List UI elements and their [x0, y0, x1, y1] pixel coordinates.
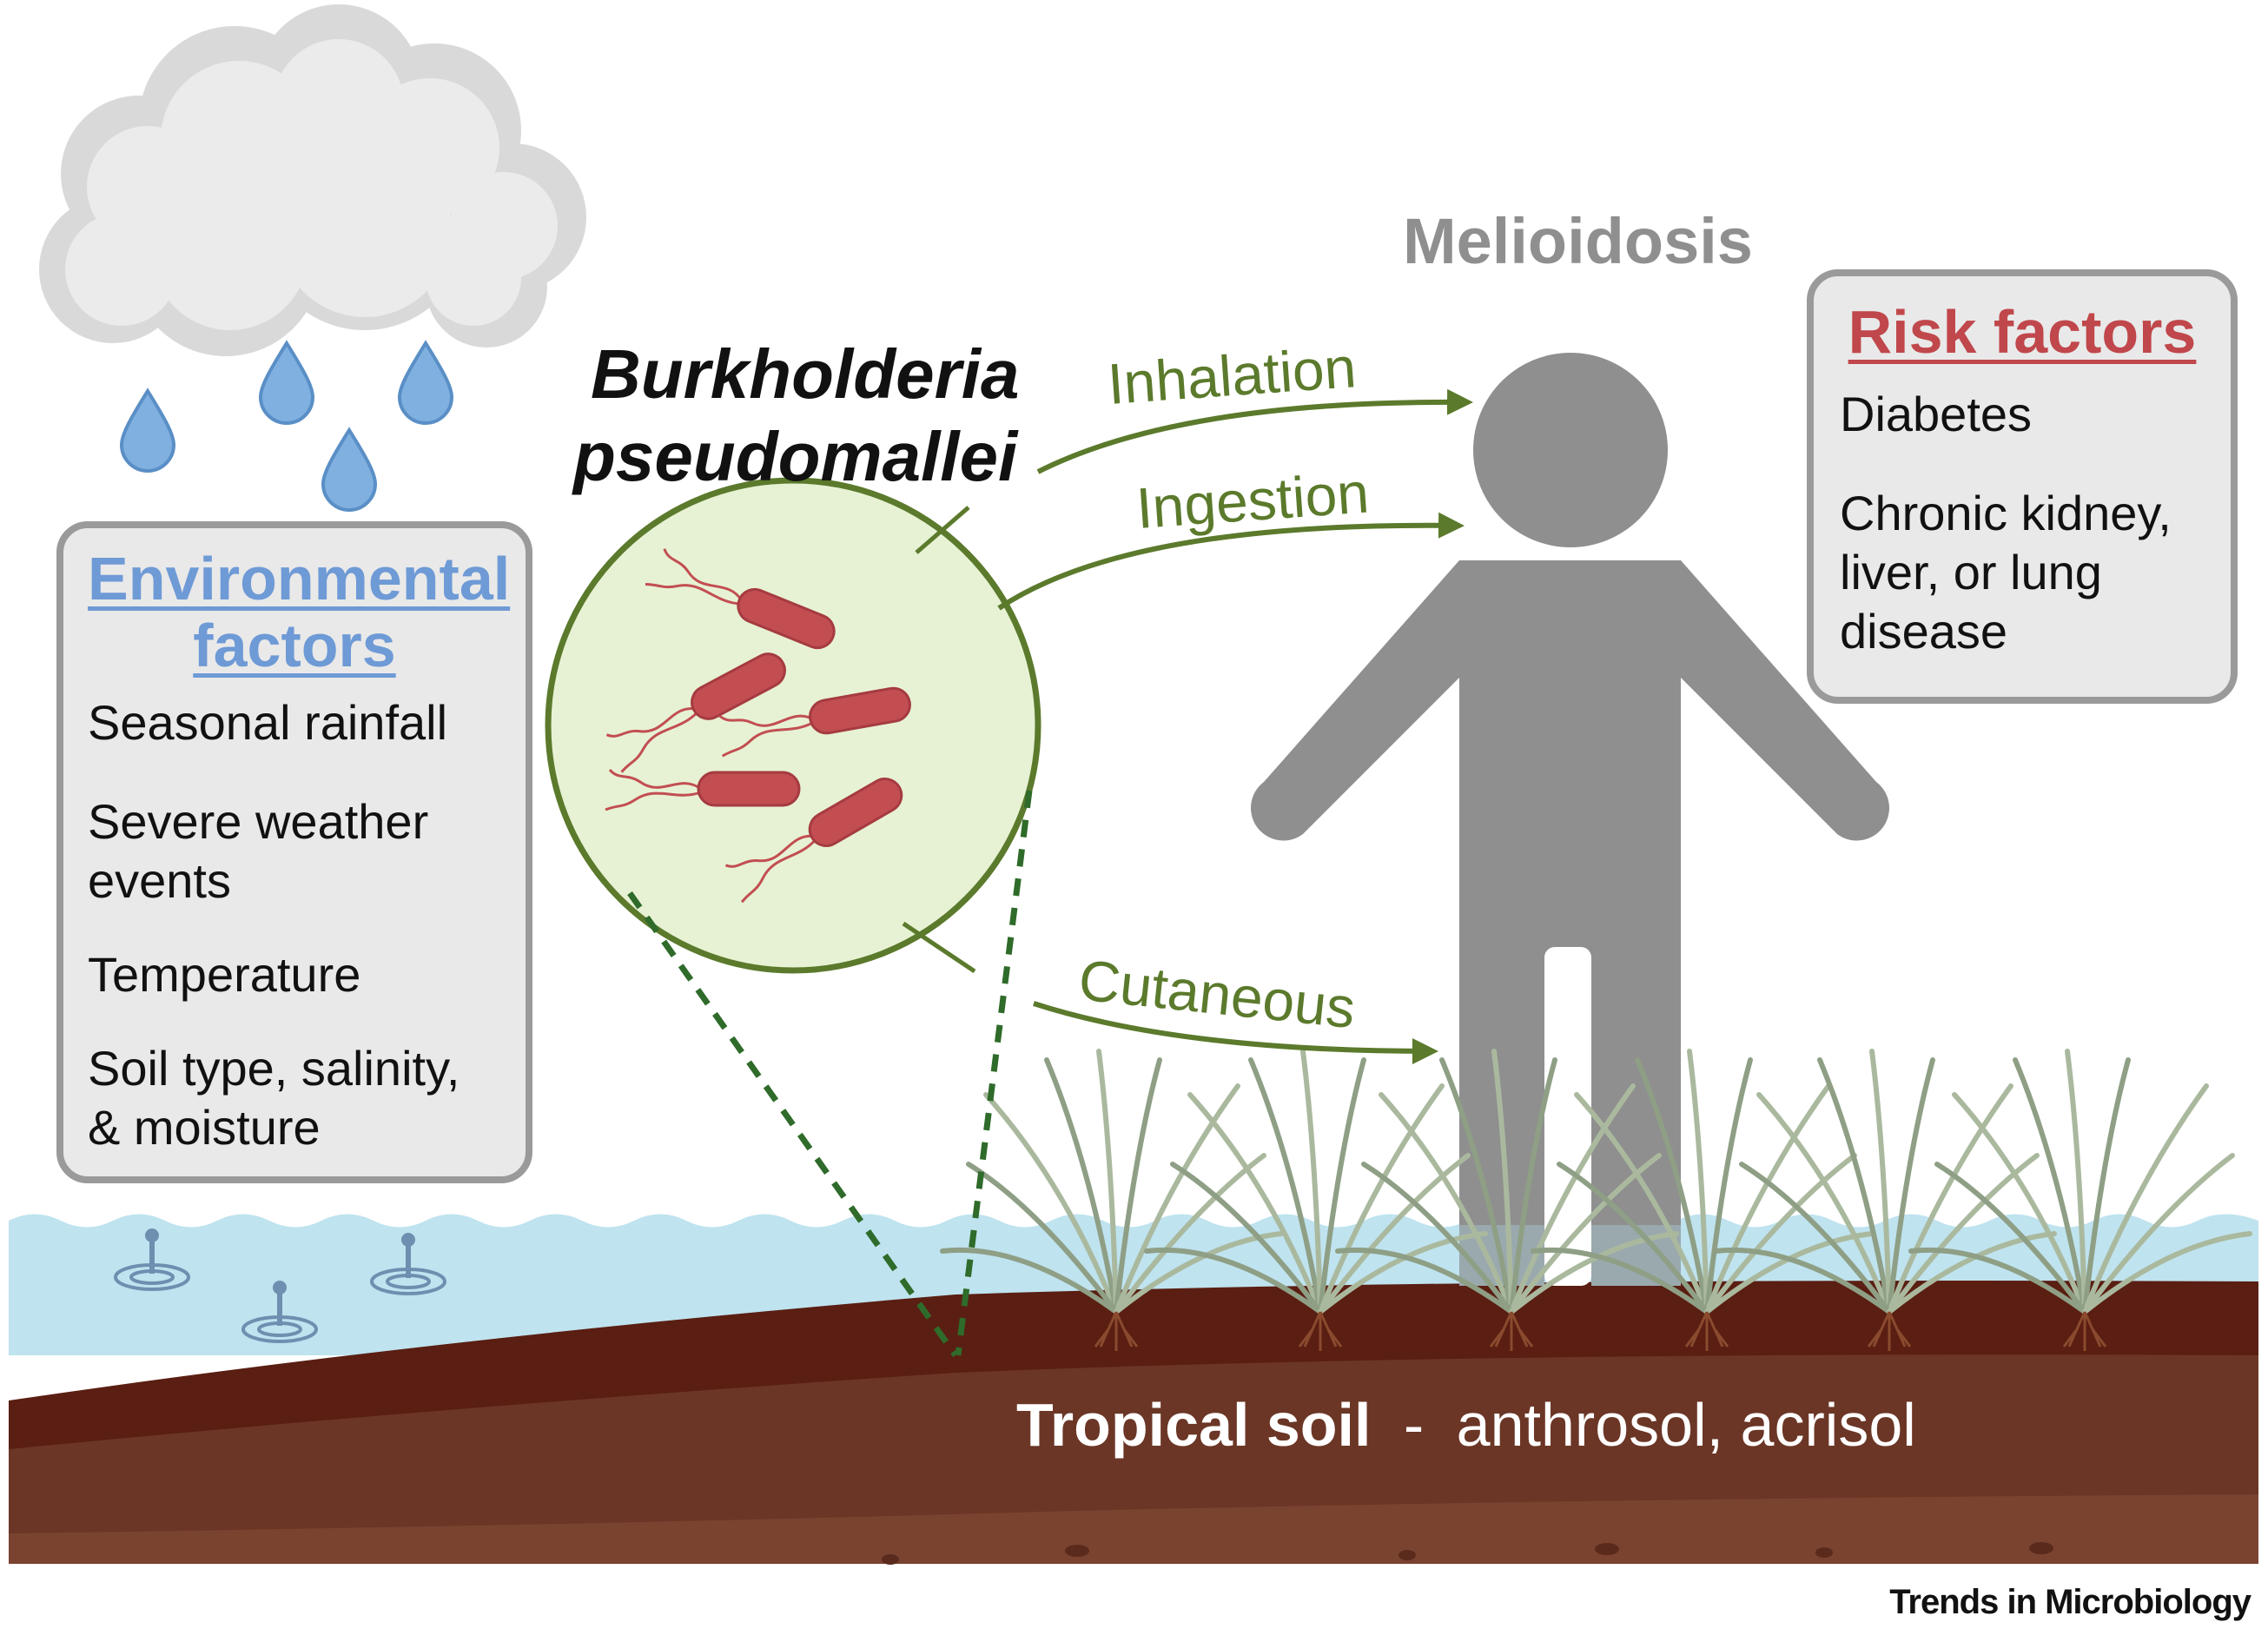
raindrops: [119, 340, 454, 512]
env-factor-item: Seasonal rainfall: [88, 695, 448, 750]
raindrop-icon: [397, 340, 454, 425]
env-factor-item: Soil type, salinity, & moisture: [88, 1041, 460, 1155]
environmental-factors-heading-line2: factors: [193, 612, 396, 679]
environmental-factors-box: Environmental factors Seasonal rainfall …: [56, 521, 532, 1183]
ripple-icon: [241, 1281, 318, 1343]
inhalation-arrow: [1036, 388, 1473, 474]
person-leg-gap: [1544, 947, 1591, 1286]
disease-title: Melioidosis: [1403, 205, 1753, 277]
bacterium-icon: [645, 548, 836, 650]
raindrop-icon: [321, 427, 378, 512]
ingestion-arrow: [997, 512, 1465, 611]
ripple-icon: [114, 1228, 190, 1291]
organism-name-line2: pseudomallei: [573, 418, 1018, 495]
tropical-soil: [9, 1281, 2258, 1565]
bacteria-magnification: [545, 477, 1041, 1358]
env-factor-item: Severe weather events: [88, 794, 429, 908]
cutaneous-arrow: [1033, 1001, 1438, 1064]
organism-name-line1: Burkholderia: [591, 335, 1020, 413]
grass-clump-icon: [1908, 1049, 2252, 1351]
grass-clump-icon: [1144, 1049, 1488, 1351]
bacterium-icon: [605, 768, 801, 811]
grass-clump-icon: [1531, 1049, 1875, 1351]
person-icon: [1251, 353, 1889, 1268]
rain-cloud-icon: [39, 4, 586, 356]
bacterium-icon: [605, 652, 786, 773]
raindrop-icon: [258, 340, 315, 425]
ripple-icon: [370, 1233, 446, 1295]
bacterium-icon: [718, 686, 911, 758]
soil-label: Tropical soil - anthrosol, acrisol: [1016, 1390, 1916, 1460]
grass-clump-icon: [1713, 1049, 2057, 1351]
env-factor-item: Temperature: [88, 947, 361, 1002]
raindrop-icon: [119, 387, 176, 473]
risk-factor-item: Diabetes: [1840, 387, 2033, 441]
risk-factors-heading: Risk factors: [1848, 298, 2197, 366]
bacterium-icon: [724, 778, 903, 904]
soil-label-types: anthrosol, acrisol: [1456, 1391, 1916, 1459]
risk-factor-item: Chronic kidney, liver, or lung disease: [1840, 486, 2172, 659]
soil-label-separator: -: [1403, 1391, 1425, 1459]
soil-label-bold: Tropical soil: [1016, 1391, 1372, 1459]
rice-plants: [940, 1049, 2252, 1351]
water-ripples: [114, 1228, 446, 1343]
environmental-factors-heading-line1: Environmental: [88, 545, 511, 613]
journal-credit: Trends in Microbiology: [1889, 1583, 2251, 1621]
route-label-inhalation: Inhalation: [1106, 334, 1359, 416]
risk-factors-box: Risk factors Diabetes Chronic kidney, li…: [1807, 269, 2238, 704]
grass-clump-icon: [1335, 1049, 1679, 1351]
bacteria-icons: [605, 548, 911, 904]
transmission-arrows: [997, 388, 1473, 1064]
